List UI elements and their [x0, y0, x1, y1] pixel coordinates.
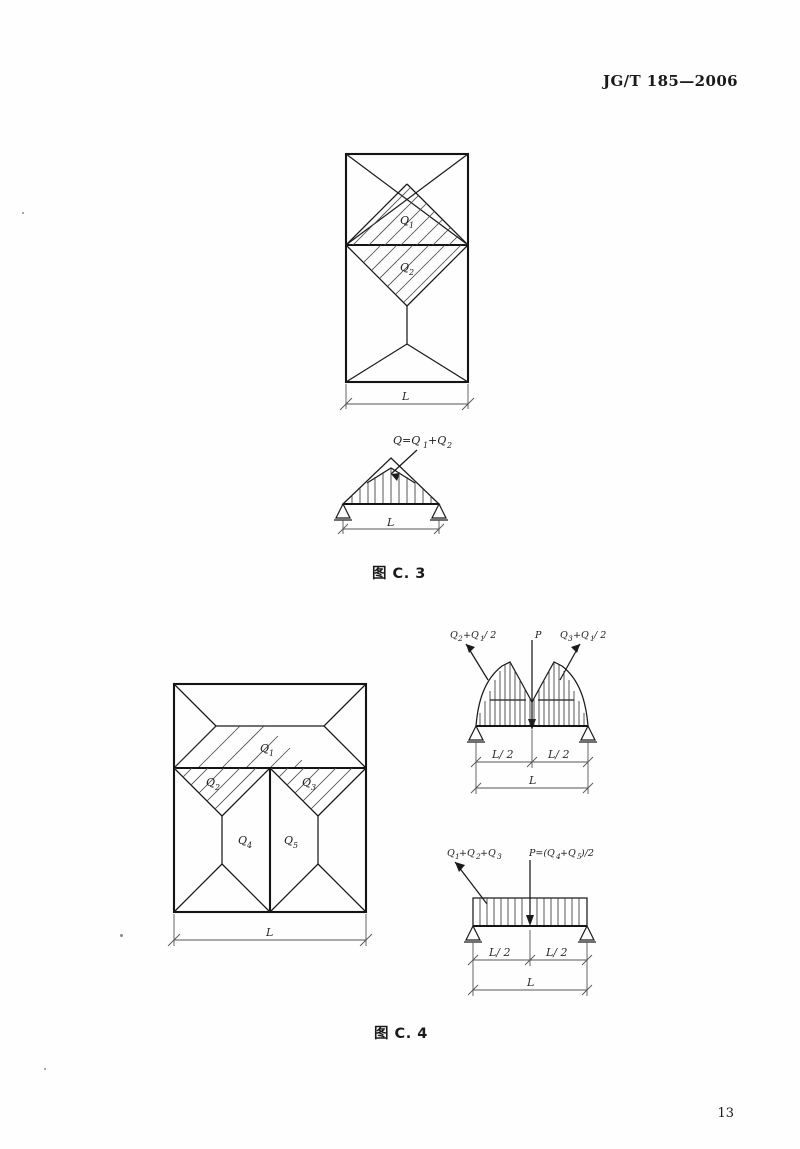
region-label-q1: Q: [400, 214, 409, 227]
region-label-q5: Q: [284, 834, 293, 847]
svg-text:4: 4: [555, 852, 561, 861]
half-span-right: L/ 2: [545, 946, 568, 959]
figure-caption-c3: 图 C. 3: [372, 566, 426, 582]
svg-text:+Q: +Q: [428, 434, 446, 447]
svg-text:2: 2: [475, 852, 481, 861]
load-label-q-sum: Q=Q: [393, 434, 420, 447]
svg-text:2: 2: [446, 441, 452, 450]
svg-text:1: 1: [423, 441, 428, 450]
load-label-left: Q: [447, 848, 455, 859]
dimension-label-l: L: [265, 926, 273, 939]
figure-c3-panel: Q 1 Q 2 L: [318, 138, 488, 413]
svg-text:5: 5: [577, 852, 582, 861]
scan-speck: [44, 1068, 46, 1070]
svg-text:1: 1: [455, 852, 460, 861]
svg-text:/ 2: / 2: [483, 630, 496, 641]
load-label-left: Q: [450, 630, 458, 641]
page-number: 13: [717, 1106, 734, 1121]
figure-c4-panel: Q 1 Q 2 Q 3 Q 4 Q 5 L: [150, 668, 390, 953]
figure-caption-c4: 图 C. 4: [374, 1026, 428, 1042]
dimension-label-l: L: [526, 976, 534, 989]
standard-header: JG/T 185—2006: [602, 72, 738, 90]
dimension-label-l: L: [386, 516, 394, 529]
svg-text:1: 1: [269, 749, 274, 758]
dimension-label-l: L: [528, 774, 536, 787]
svg-text:2: 2: [214, 783, 220, 792]
svg-text:3: 3: [568, 634, 573, 643]
half-span-right: L/ 2: [547, 748, 570, 761]
half-span-left: L/ 2: [491, 748, 514, 761]
region-label-q2: Q: [400, 261, 409, 274]
load-label-center: P: [534, 630, 542, 641]
svg-text:5: 5: [293, 841, 298, 850]
figure-c3-load: Q=Q 1 +Q 2: [325, 428, 505, 538]
svg-text:3: 3: [497, 852, 502, 861]
region-label-q1: Q: [260, 742, 269, 755]
scan-speck: [22, 212, 24, 214]
dimension-label-l: L: [401, 390, 409, 403]
svg-text:2: 2: [457, 634, 463, 643]
svg-text:1: 1: [480, 634, 485, 643]
svg-text:2: 2: [408, 268, 414, 277]
region-label-q2: Q: [206, 776, 215, 789]
svg-text:1: 1: [409, 221, 414, 230]
svg-text:4: 4: [246, 841, 252, 850]
load-label-center: P=(Q: [528, 848, 555, 859]
svg-text:/ 2: / 2: [593, 630, 606, 641]
svg-text:+Q: +Q: [480, 848, 496, 859]
half-span-left: L/ 2: [488, 946, 511, 959]
region-label-q4: Q: [238, 834, 247, 847]
svg-text:)/2: )/2: [580, 848, 594, 859]
svg-text:1: 1: [590, 634, 595, 643]
svg-text:3: 3: [311, 783, 316, 792]
figure-c4-load-lower: Q 1 +Q 2 +Q 3 P=(Q 4 +Q 5 )/2: [425, 838, 635, 1008]
figure-c4-load-upper: Q 2 +Q 1 / 2 P Q 3 +Q 1 / 2: [432, 618, 632, 798]
svg-text:+Q: +Q: [560, 848, 576, 859]
svg-text:+Q: +Q: [463, 630, 479, 641]
region-label-q3: Q: [302, 776, 311, 789]
scan-speck: [120, 934, 123, 937]
load-label-right: Q: [560, 630, 568, 641]
svg-text:+Q: +Q: [459, 848, 475, 859]
svg-text:+Q: +Q: [573, 630, 589, 641]
